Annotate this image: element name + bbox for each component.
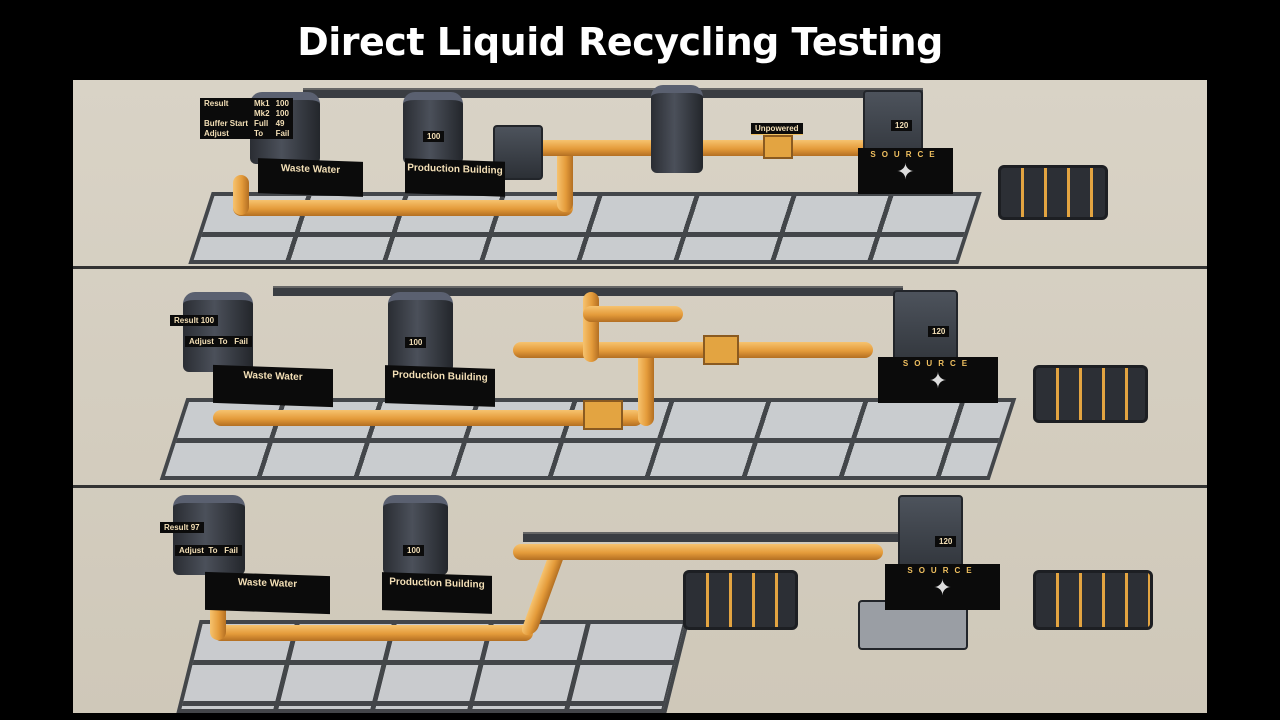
result-label: Result <box>164 523 189 532</box>
stat-value: 100 <box>275 99 289 108</box>
source-value: 120 <box>935 536 957 547</box>
stat-key: To <box>254 129 264 138</box>
result-panel: Result 100 <box>170 315 219 326</box>
divider <box>73 266 1207 269</box>
stat-label: Buffer Start <box>204 119 249 128</box>
source-sign: SOURCE ✦ <box>858 148 953 194</box>
ficsit-mascot-icon: ✦ <box>933 575 952 600</box>
stat-key: Mk2 <box>254 109 270 118</box>
result-label: Result <box>174 316 199 325</box>
freight-platform[interactable] <box>683 570 798 630</box>
stat-label: Adjust <box>204 129 229 138</box>
pipe[interactable] <box>513 342 873 358</box>
divider <box>73 485 1207 488</box>
adjust-label: Adjust <box>179 546 204 555</box>
valve[interactable] <box>763 135 793 159</box>
game-viewport[interactable]: Result Mk1 100 Mk2 100 Buffer Start Full 49 A… <box>73 80 1207 713</box>
ficsit-mascot-icon: ✦ <box>896 159 915 184</box>
unpowered-label: Unpowered <box>751 123 803 135</box>
source-label: SOURCE <box>907 566 978 575</box>
stat-key: Mk1 <box>254 99 270 108</box>
stat-value: 49 <box>275 119 285 128</box>
stat-key: Full <box>254 119 269 128</box>
stats-panel: Result Mk1 100 Mk2 100 Buffer Start Full 49 A… <box>200 98 294 139</box>
fluid-buffer[interactable] <box>383 495 448 575</box>
video-title: Direct Liquid Recycling Testing <box>297 20 943 64</box>
source-sign: SOURCE ✦ <box>885 564 1000 610</box>
adjust-value: Fail <box>234 337 248 346</box>
stat-label: Result <box>204 99 229 108</box>
result-value: 100 <box>200 316 215 325</box>
result-panel: Result 97 <box>160 522 204 533</box>
stat-label <box>204 109 248 118</box>
waste-water-sign: Waste Water <box>205 571 330 615</box>
pipe[interactable] <box>513 544 883 560</box>
fluid-buffer[interactable] <box>403 92 463 164</box>
ficsit-mascot-icon: ✦ <box>928 368 948 393</box>
production-building-sign: Production Building <box>405 158 505 197</box>
result-value: 97 <box>190 523 200 532</box>
waste-water-sign: Waste Water <box>213 364 333 408</box>
adjust-label: Adjust <box>189 337 214 346</box>
fluid-buffer[interactable] <box>388 292 453 372</box>
fluid-buffer[interactable] <box>651 85 703 173</box>
production-value: 100 <box>405 337 427 348</box>
production-building-sign: Production Building <box>385 365 495 407</box>
production-value: 100 <box>423 131 445 142</box>
source-label: SOURCE <box>870 150 941 159</box>
source-value: 120 <box>891 120 913 131</box>
adjust-value: Fail <box>224 546 238 555</box>
waste-water-sign: Waste Water <box>258 158 363 197</box>
adjust-panel: Adjust To Fail <box>185 336 252 347</box>
stat-value: Fail <box>275 129 290 138</box>
adjust-to: To <box>208 546 218 555</box>
freight-platform[interactable] <box>1033 365 1148 423</box>
source-sign: SOURCE ✦ <box>878 357 998 403</box>
source-label: SOURCE <box>902 359 974 368</box>
freight-platform[interactable] <box>998 165 1108 220</box>
adjust-panel: Adjust To Fail <box>175 545 242 556</box>
fluid-buffer[interactable] <box>173 495 245 575</box>
valve[interactable] <box>703 335 739 365</box>
production-value: 100 <box>403 545 425 556</box>
stat-value: 100 <box>275 109 289 118</box>
production-building-sign: Production Building <box>382 572 492 614</box>
freight-platform[interactable] <box>1033 570 1153 630</box>
source-value: 120 <box>928 326 950 337</box>
adjust-to: To <box>218 337 228 346</box>
fluid-buffer[interactable] <box>183 292 253 372</box>
valve[interactable] <box>583 400 623 430</box>
